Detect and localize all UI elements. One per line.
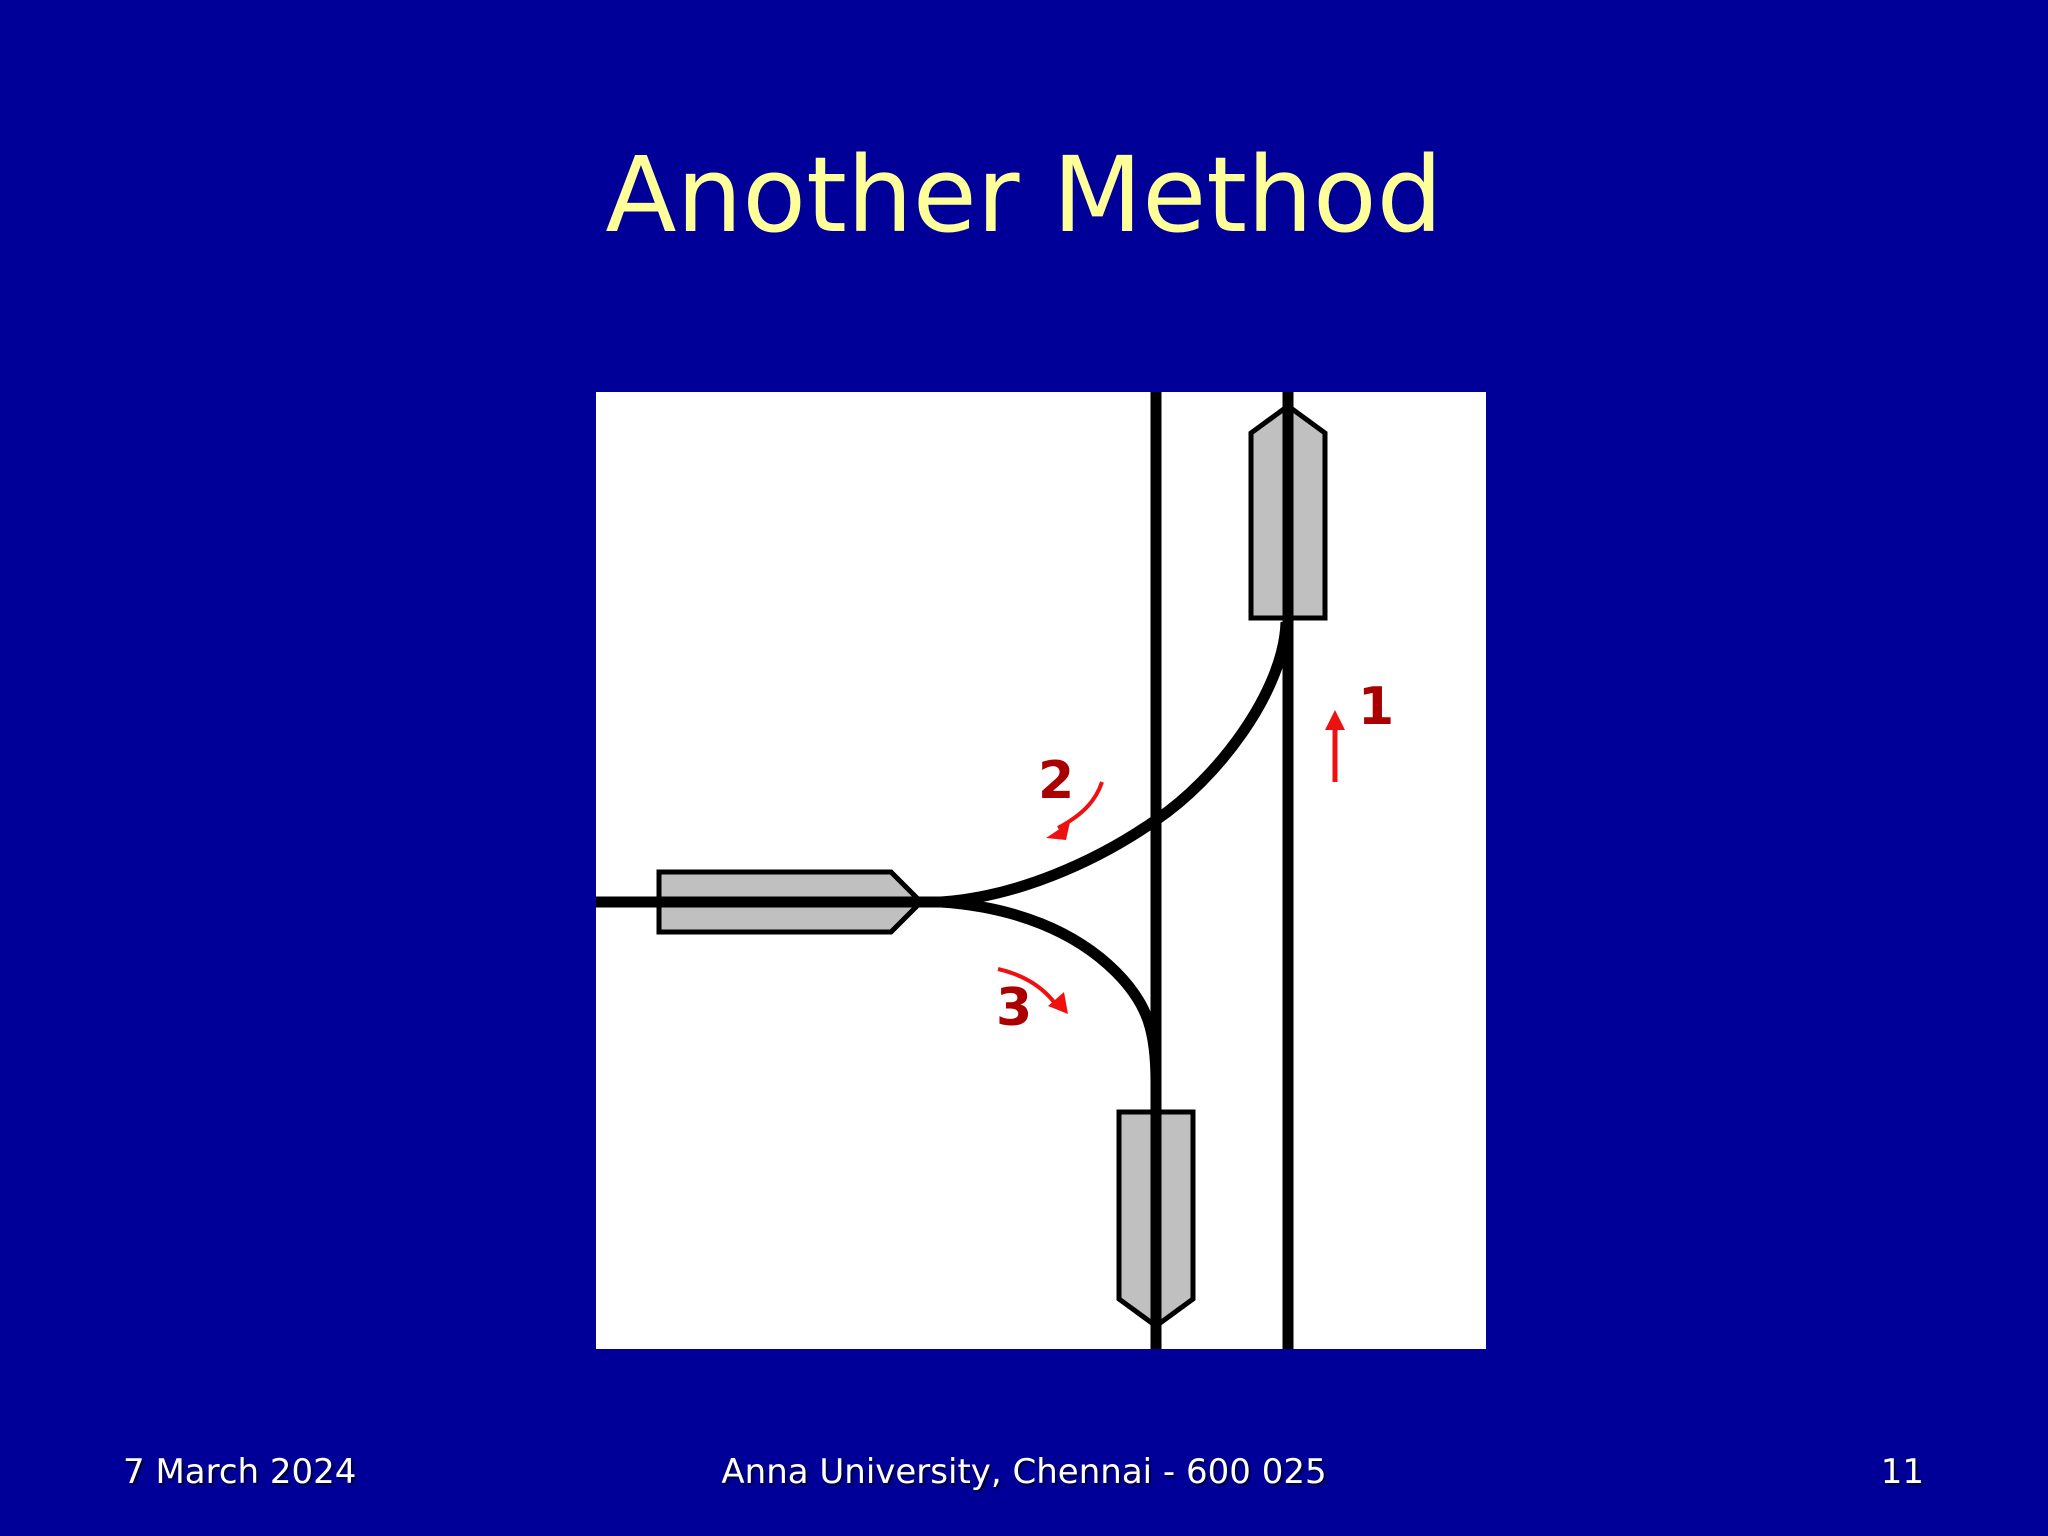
- arrow-step-1-icon: [1325, 710, 1345, 782]
- step-label-2: 2: [1038, 751, 1074, 811]
- step-label-3: 3: [996, 978, 1032, 1038]
- footer-date: 7 March 2024: [123, 1452, 357, 1492]
- footer-institution: Anna University, Chennai - 600 025: [721, 1452, 1327, 1492]
- arrow-step-3-icon: [997, 967, 1068, 1014]
- arrow-step-2-icon: [1046, 781, 1104, 840]
- fiber-curve-lower: [940, 896, 1162, 1083]
- slide-title: Another Method: [605, 134, 1443, 256]
- fiber-coupler-diagram: 1 2 3: [596, 392, 1486, 1349]
- fiber-curve-upper: [940, 621, 1292, 908]
- step-label-1: 1: [1358, 677, 1394, 737]
- page-number: 11: [1880, 1452, 1924, 1492]
- diagram-svg: 1 2 3: [596, 392, 1394, 1349]
